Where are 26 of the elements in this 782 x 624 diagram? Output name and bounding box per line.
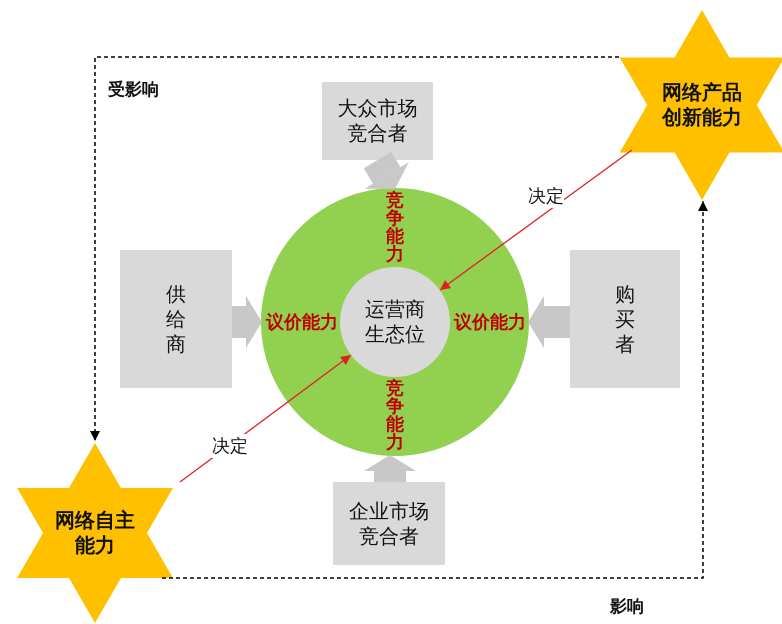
edge-label: 受影响	[108, 79, 159, 101]
box	[570, 250, 680, 388]
node-text: 购买者	[614, 282, 636, 356]
edge-label: 竞争能力	[386, 380, 405, 452]
edge-label: 竞争能力	[386, 192, 405, 264]
edge-label: 议价能力	[266, 311, 338, 334]
edge-label: 决定	[528, 184, 564, 208]
block-arrow	[364, 455, 416, 482]
edge-label: 议价能力	[454, 311, 526, 334]
node-text: 大众市场竞合者	[336, 96, 418, 146]
edge-label: 影响	[610, 596, 644, 618]
edge-label: 决定	[212, 434, 248, 458]
block-arrow	[232, 296, 262, 348]
box	[333, 482, 445, 565]
dashed-arrow	[162, 201, 708, 579]
node-text: 网络产品创新能力	[660, 80, 743, 130]
arrow	[440, 149, 632, 291]
block-arrow	[364, 152, 409, 189]
node-text: 企业市场竞合者	[348, 498, 430, 548]
node-text: 网络自主能力	[54, 508, 136, 558]
node-text: 运营商生态位	[364, 297, 426, 347]
dashed-arrow	[90, 56, 619, 441]
block-arrow	[528, 296, 570, 348]
box	[322, 82, 433, 160]
node-text: 供给商	[165, 282, 187, 356]
box	[120, 250, 232, 388]
